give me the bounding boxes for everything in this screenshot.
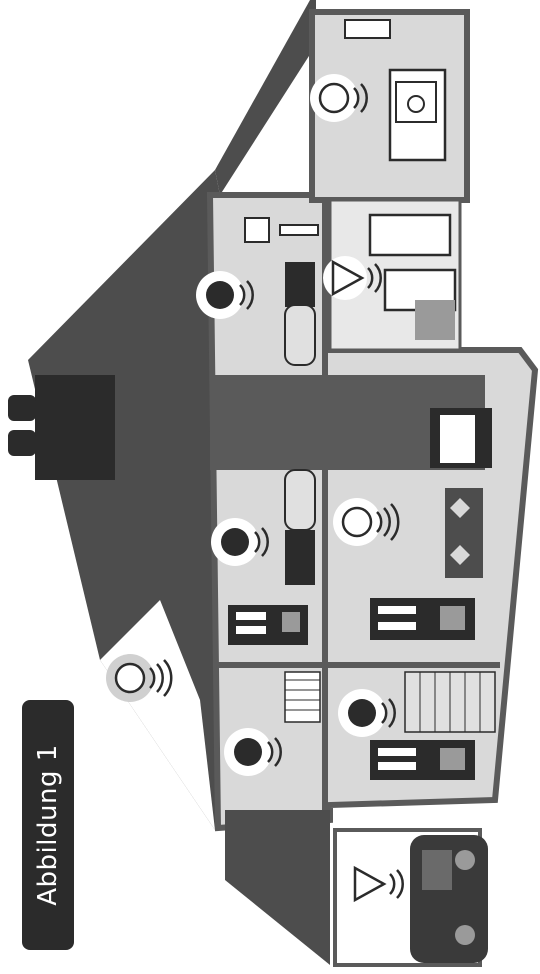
bed-icon-middle xyxy=(285,470,315,585)
dresser-icon-lower xyxy=(370,740,475,780)
sofa-icon xyxy=(445,488,483,578)
roof-top-slab xyxy=(215,0,316,195)
stairs-icon-right xyxy=(405,672,495,732)
dresser-icon xyxy=(228,605,308,645)
chimney-icon xyxy=(8,375,115,480)
stairs-icon xyxy=(285,672,320,722)
dresser-icon-living xyxy=(370,598,475,640)
tv-icon xyxy=(430,408,492,468)
car-icon xyxy=(410,835,488,963)
bed-icon xyxy=(285,262,315,365)
figure-label: Abbildung 1 xyxy=(33,744,63,906)
